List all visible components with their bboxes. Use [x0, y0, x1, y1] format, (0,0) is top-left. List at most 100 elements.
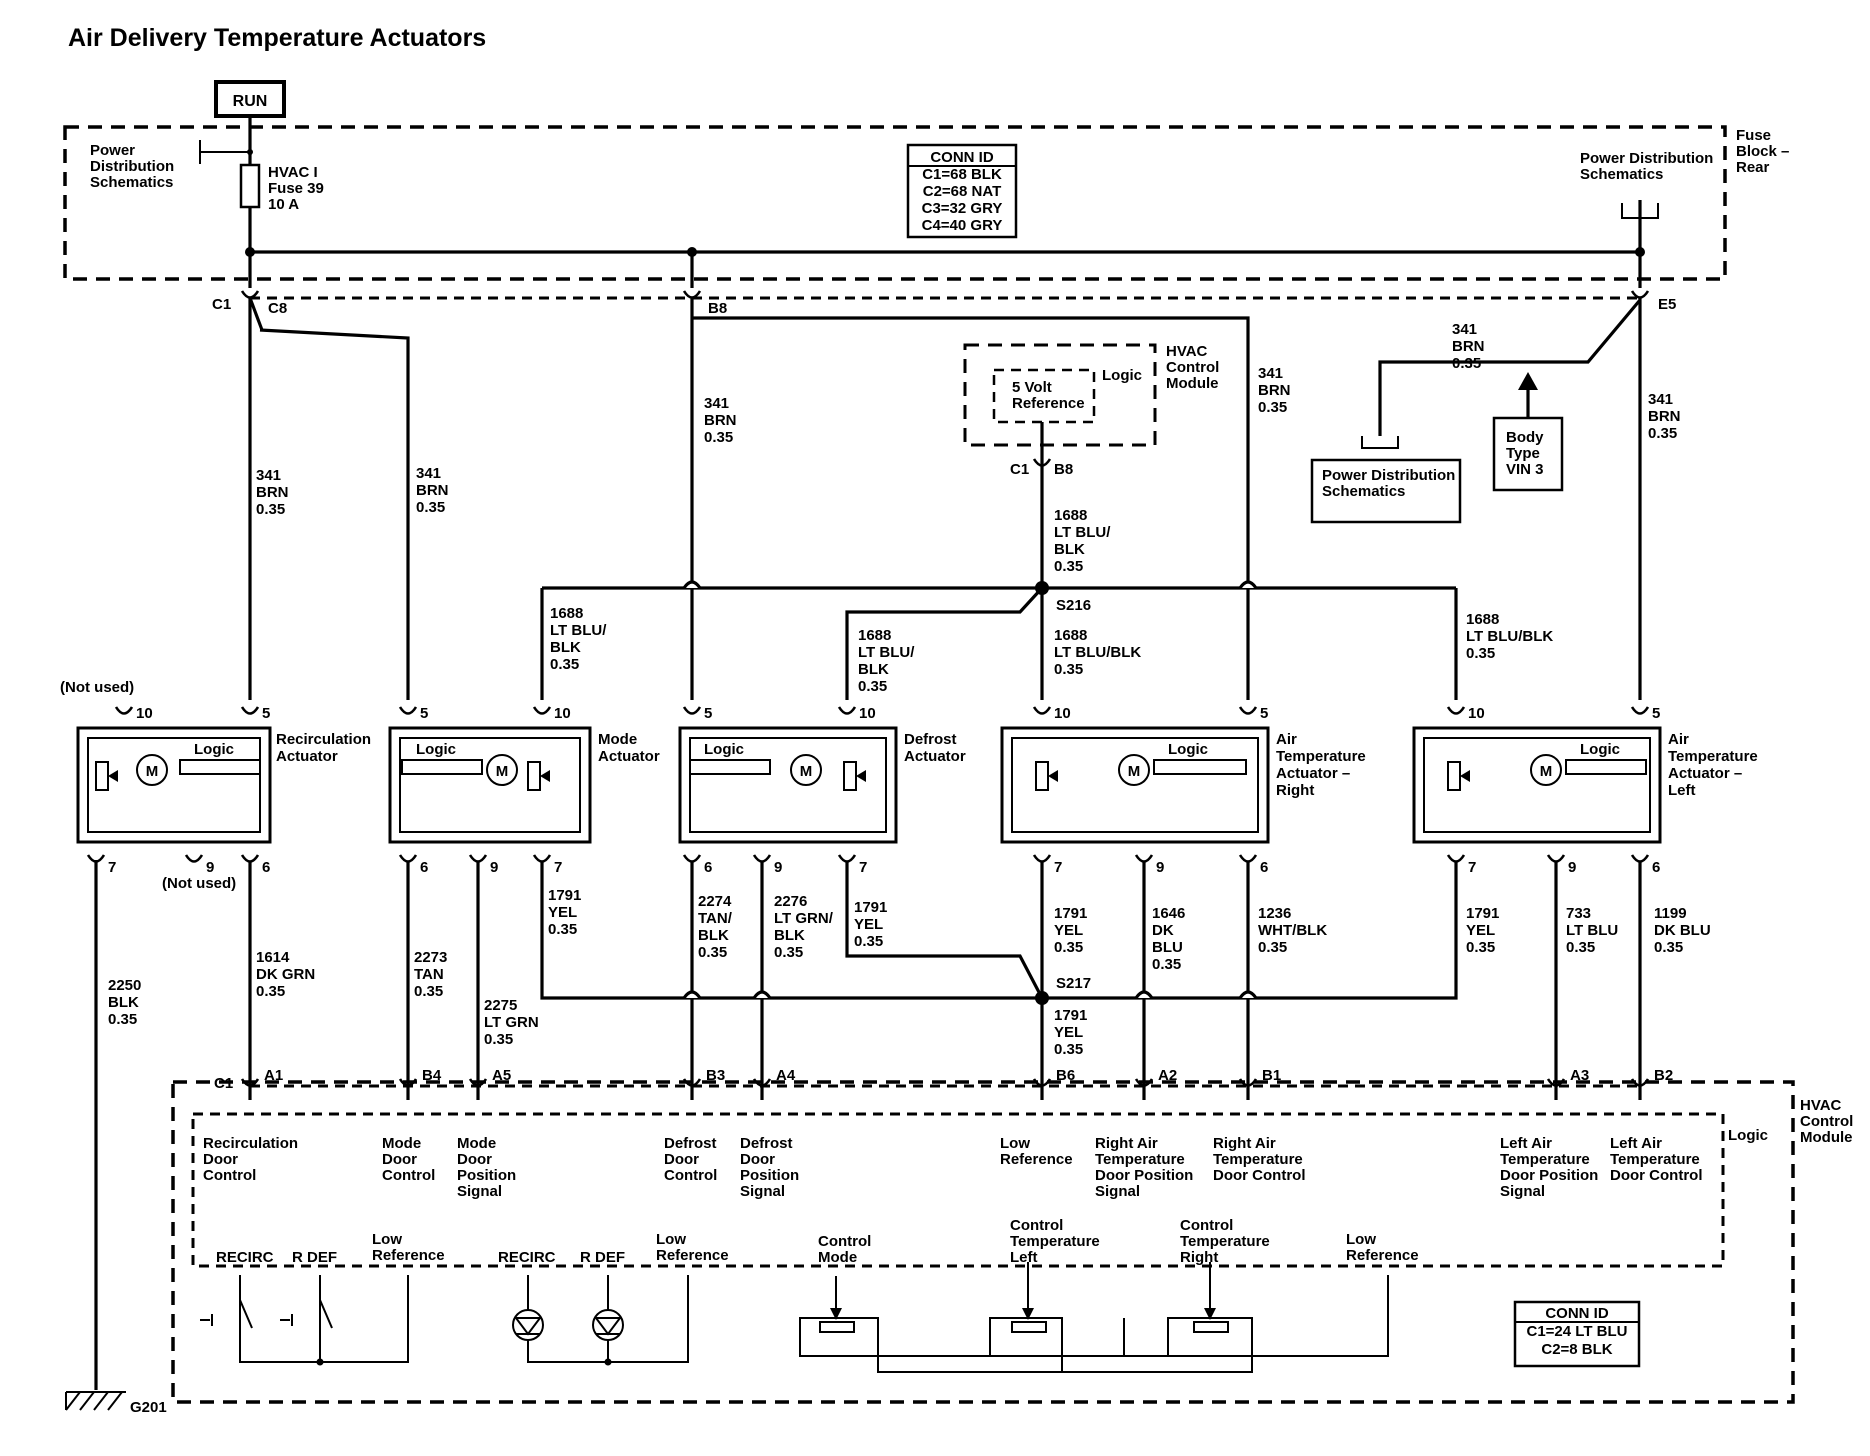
ground-icon	[65, 1391, 126, 1411]
connector-pin-bottom-9	[1630, 1078, 1650, 1087]
actuator-logic-label-0: Logic	[194, 741, 234, 758]
actuator-pin-bot-2-0	[682, 854, 702, 863]
actuator-pin-top-0-1	[240, 706, 260, 715]
connector-pin-top-1	[682, 290, 702, 299]
actuator-inner-3	[1011, 737, 1259, 833]
hvac-module-outline	[171, 1080, 1795, 1404]
splice-s216-label: S216	[1056, 597, 1091, 614]
actuator-pin-bot-3-2	[1238, 854, 1258, 863]
motor-label-3: M	[1128, 763, 1141, 780]
actuator-pin-bot-4-2	[1630, 854, 1650, 863]
sensor-arrow-icon-2	[856, 770, 866, 782]
actuator-pin-bot-label-0-2: 6	[262, 859, 270, 876]
connector-label-bottom-3: B3	[706, 1067, 725, 1084]
actuator-pin-bot-label-1-2: 7	[554, 859, 562, 876]
actuator-pin-top-3-1	[1238, 706, 1258, 715]
motor-icon-3	[1118, 754, 1150, 786]
led-rdef-icon	[592, 1309, 624, 1341]
connector-pin-bottom-3	[682, 1078, 702, 1087]
actuator-box-4	[1412, 726, 1662, 844]
motor-label-4: M	[1540, 763, 1553, 780]
actuator-box-0	[76, 726, 272, 844]
actuator-pin-bot-3-1	[1134, 854, 1154, 863]
actuator-pin-bot-label-0-1: 9	[206, 859, 214, 876]
motor-icon-4	[1530, 754, 1562, 786]
fuse-block-outline	[63, 125, 1727, 281]
actuator-box-2	[678, 726, 898, 844]
splice-s217-label: S217	[1056, 975, 1091, 992]
motor-label-1: M	[496, 763, 509, 780]
actuator-pin-bot-1-2	[532, 854, 552, 863]
actuator-inner-1	[399, 737, 581, 833]
actuator-box-1	[388, 726, 592, 844]
switch-rdef-label: R DEF	[292, 1249, 337, 1266]
logic-bar-0	[179, 759, 261, 775]
motor-icon-1	[486, 754, 518, 786]
logic-bar-1	[401, 759, 483, 775]
actuator-pin-bot-label-1-1: 9	[490, 859, 498, 876]
actuator-pin-bot-2-1	[752, 854, 772, 863]
actuator-pin-bot-1-0	[398, 854, 418, 863]
actuator-pin-bot-0-2	[240, 854, 260, 863]
actuator-pin-bot-label-4-1: 9	[1568, 859, 1576, 876]
connector-label-bottom-9: B2	[1654, 1067, 1673, 1084]
pot-temp-right-icon	[1193, 1321, 1229, 1333]
actuator-pin-top-1-1	[532, 706, 552, 715]
actuator-pin-bot-label-1-0: 6	[420, 859, 428, 876]
logic-bar-2	[689, 759, 771, 775]
actuator-inner-0	[87, 737, 261, 833]
body-type-box	[1492, 416, 1564, 492]
connector-pin-bottom-1	[398, 1078, 418, 1087]
led-recirc-icon	[512, 1309, 544, 1341]
connector-label-bottom-4: A4	[776, 1067, 796, 1084]
connector-pin-bottom-4	[752, 1078, 772, 1087]
sensor-arrow-icon-1	[540, 770, 550, 782]
actuator-pin-bot-3-0	[1032, 854, 1052, 863]
connector-c8-top: C8	[268, 300, 287, 317]
sensor-arrow-icon-4	[1460, 770, 1470, 782]
connector-b8-top: B8	[708, 300, 727, 317]
connector-label-bottom-6: A2	[1158, 1067, 1177, 1084]
led-rdef-label: R DEF	[580, 1249, 625, 1266]
connector-pin-bottom-2	[468, 1078, 488, 1087]
hvac-control-module-top	[963, 343, 1157, 447]
actuator-pin-bot-2-2	[837, 854, 857, 863]
actuator-pin-top-label-1-0: 5	[420, 705, 428, 722]
actuator-logic-label-2: Logic	[704, 741, 744, 758]
logic-bar-4	[1565, 759, 1647, 775]
connector-label-bottom-5: B6	[1056, 1067, 1075, 1084]
run-label: RUN	[233, 93, 268, 110]
hvac-module-top-b8: B8	[1054, 461, 1073, 478]
page-title: Air Delivery Temperature Actuators	[68, 24, 486, 52]
sensor-arrow-icon-3	[1048, 770, 1058, 782]
connector-pin-top-0	[240, 290, 260, 299]
actuator-pin-top-label-2-0: 5	[704, 705, 712, 722]
motor-label-0: M	[146, 763, 159, 780]
switch-recirc-label: RECIRC	[216, 1249, 274, 1266]
